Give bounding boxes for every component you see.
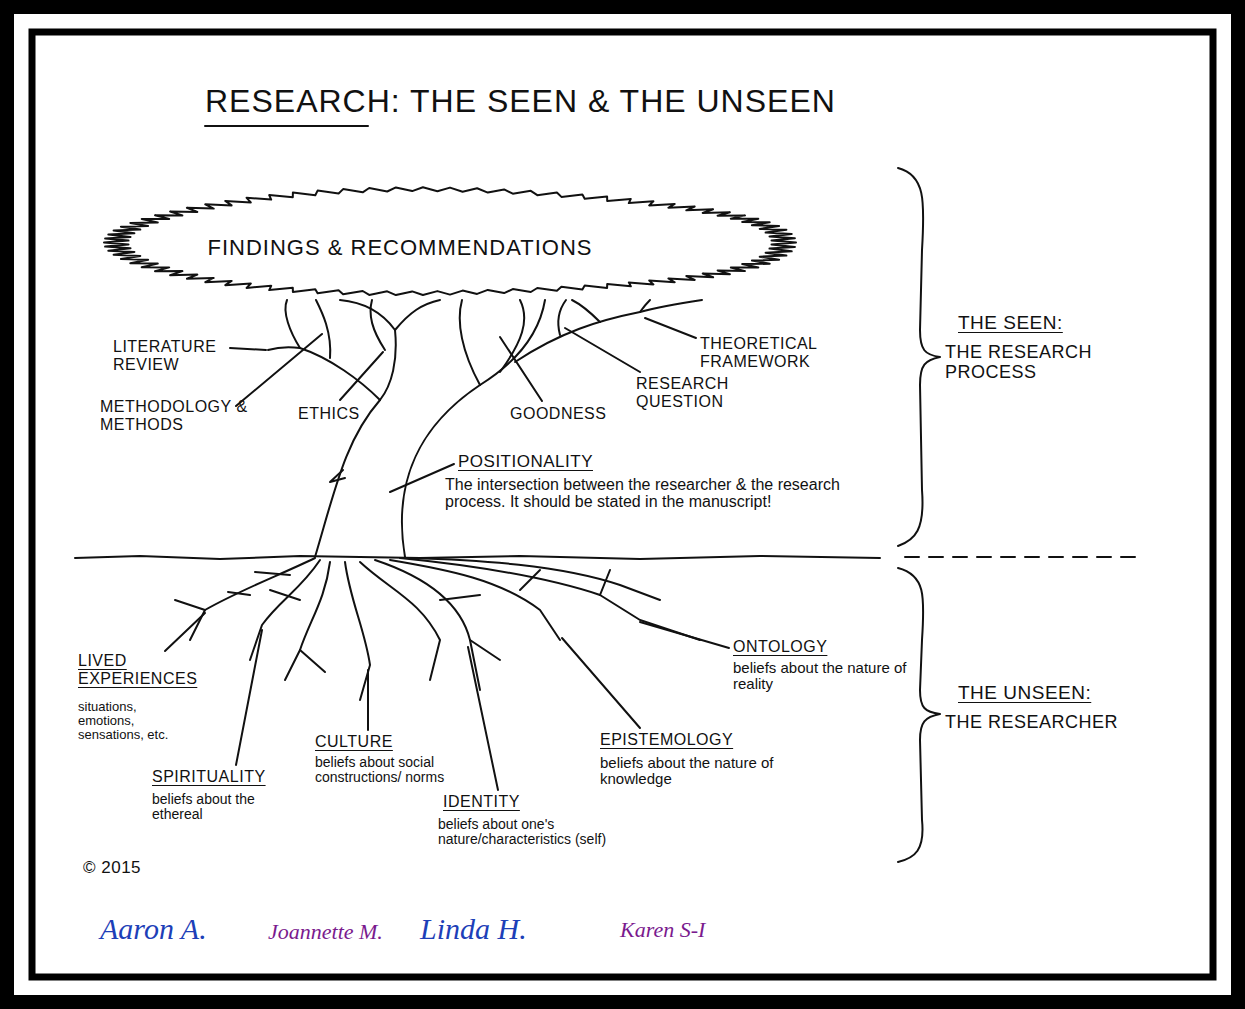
trunk-note: The intersection between the researcher … <box>445 476 845 511</box>
branch-label: ETHICS <box>298 405 360 423</box>
root-note: beliefs about the nature of reality <box>733 660 908 692</box>
branch-label: GOODNESS <box>510 405 606 423</box>
copyright-note: © 2015 <box>83 858 141 877</box>
trunk-label: POSITIONALITY <box>458 452 593 471</box>
canopy-node: FINDINGS & RECOMMENDATIONS <box>100 185 800 300</box>
signature: Linda H. <box>420 912 527 946</box>
section-label: THE RESEARCHER <box>945 712 1125 732</box>
section-heading: THE SEEN: <box>958 312 1063 333</box>
diagram-title: RESEARCH: THE SEEN & THE UNSEEN <box>205 84 836 120</box>
root-note: situations, emotions, sensations, etc. <box>78 700 178 742</box>
branch-label: THEORETICAL FRAMEWORK <box>700 335 840 371</box>
signature: Joannette M. <box>268 920 383 945</box>
root-note: beliefs about one's nature/characteristi… <box>438 817 668 847</box>
root-label: EPISTEMOLOGY <box>600 731 733 749</box>
root-label: LIVED EXPERIENCES <box>78 652 199 688</box>
signature: Karen S-I <box>620 918 705 943</box>
signature: Aaron A. <box>100 912 207 946</box>
root-note: beliefs about the nature of knowledge <box>600 755 800 787</box>
root-label: SPIRITUALITY <box>152 768 266 786</box>
canopy-text: FINDINGS & RECOMMENDATIONS <box>208 236 593 261</box>
branch-label: RESEARCH QUESTION <box>636 375 751 411</box>
section-heading: THE UNSEEN: <box>958 682 1091 703</box>
branch-label: METHODOLOGY & METHODS <box>100 398 250 434</box>
root-label: CULTURE <box>315 733 393 751</box>
root-note: beliefs about social constructions/ norm… <box>315 755 480 785</box>
root-label: ONTOLOGY <box>733 638 827 656</box>
branch-label: LITERATURE REVIEW <box>113 338 231 374</box>
root-label: IDENTITY <box>443 793 520 811</box>
root-note: beliefs about the ethereal <box>152 792 262 822</box>
section-label: THE RESEARCH PROCESS <box>945 342 1110 382</box>
